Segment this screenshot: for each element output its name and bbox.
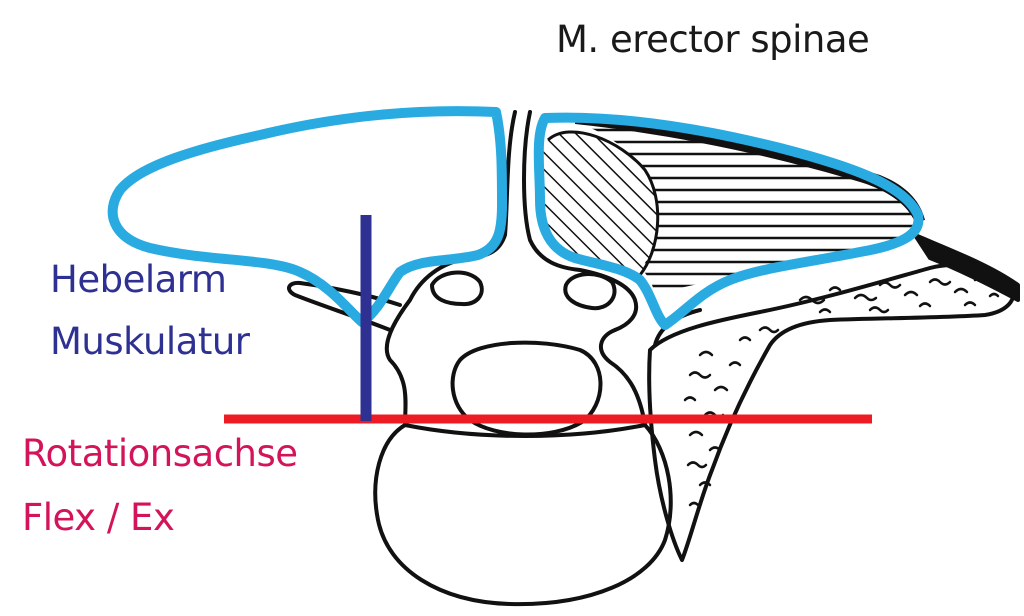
muscle-name-label: M. erector spinae <box>556 18 870 61</box>
vertebral-body <box>373 423 673 607</box>
left-erector-spinae-outline <box>107 106 507 327</box>
vertebra-drawing <box>287 110 702 607</box>
left-transverse-process <box>287 280 402 332</box>
right-transverse-process <box>647 233 1020 562</box>
right-erector-spinae-outline <box>533 112 924 330</box>
lever-arm-label-line2: Muskulatur <box>50 320 250 363</box>
lever-arm-label-line1: Hebelarm <box>50 258 227 301</box>
rotation-axis-label-line1: Rotationsachse <box>22 432 298 475</box>
rotation-axis-label-line2: Flex / Ex <box>22 496 175 539</box>
spinous-process <box>522 110 639 332</box>
muscle-outlines <box>107 106 924 330</box>
